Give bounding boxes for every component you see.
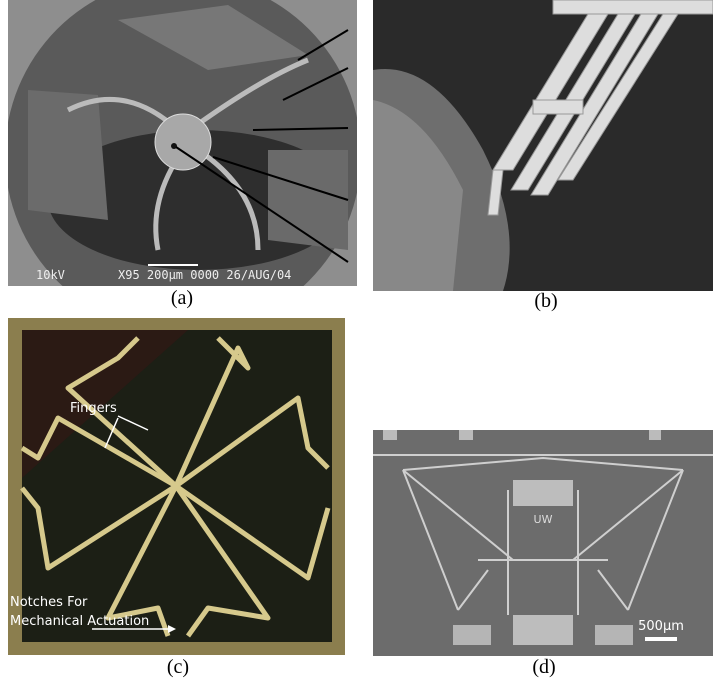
caption-b: (b) [534, 290, 558, 312]
label-notches-line2: Mechanical Actuation [10, 614, 149, 629]
uw-logo: UW [534, 513, 553, 526]
micrograph-d: UW 500µm [373, 430, 713, 656]
sem-image-b [373, 0, 713, 291]
caption-a: (a) [170, 287, 194, 309]
sem-image-a: 10kV X95 200µm 0000 26/AUG/04 [8, 0, 357, 286]
label-notches-line1: Notches For [10, 595, 88, 610]
scale-bar-label: 500µm [638, 619, 684, 634]
caption-c: (c) [166, 656, 190, 678]
caption-d: (d) [532, 656, 556, 678]
sem-info: X95 200µm 0000 26/AUG/04 [118, 268, 291, 282]
optical-image-c: Fingers Notches For Mechanical Actuation [8, 318, 345, 655]
sem-voltage: 10kV [36, 268, 65, 282]
label-fingers: Fingers [70, 401, 117, 416]
scale-bar [645, 637, 677, 641]
